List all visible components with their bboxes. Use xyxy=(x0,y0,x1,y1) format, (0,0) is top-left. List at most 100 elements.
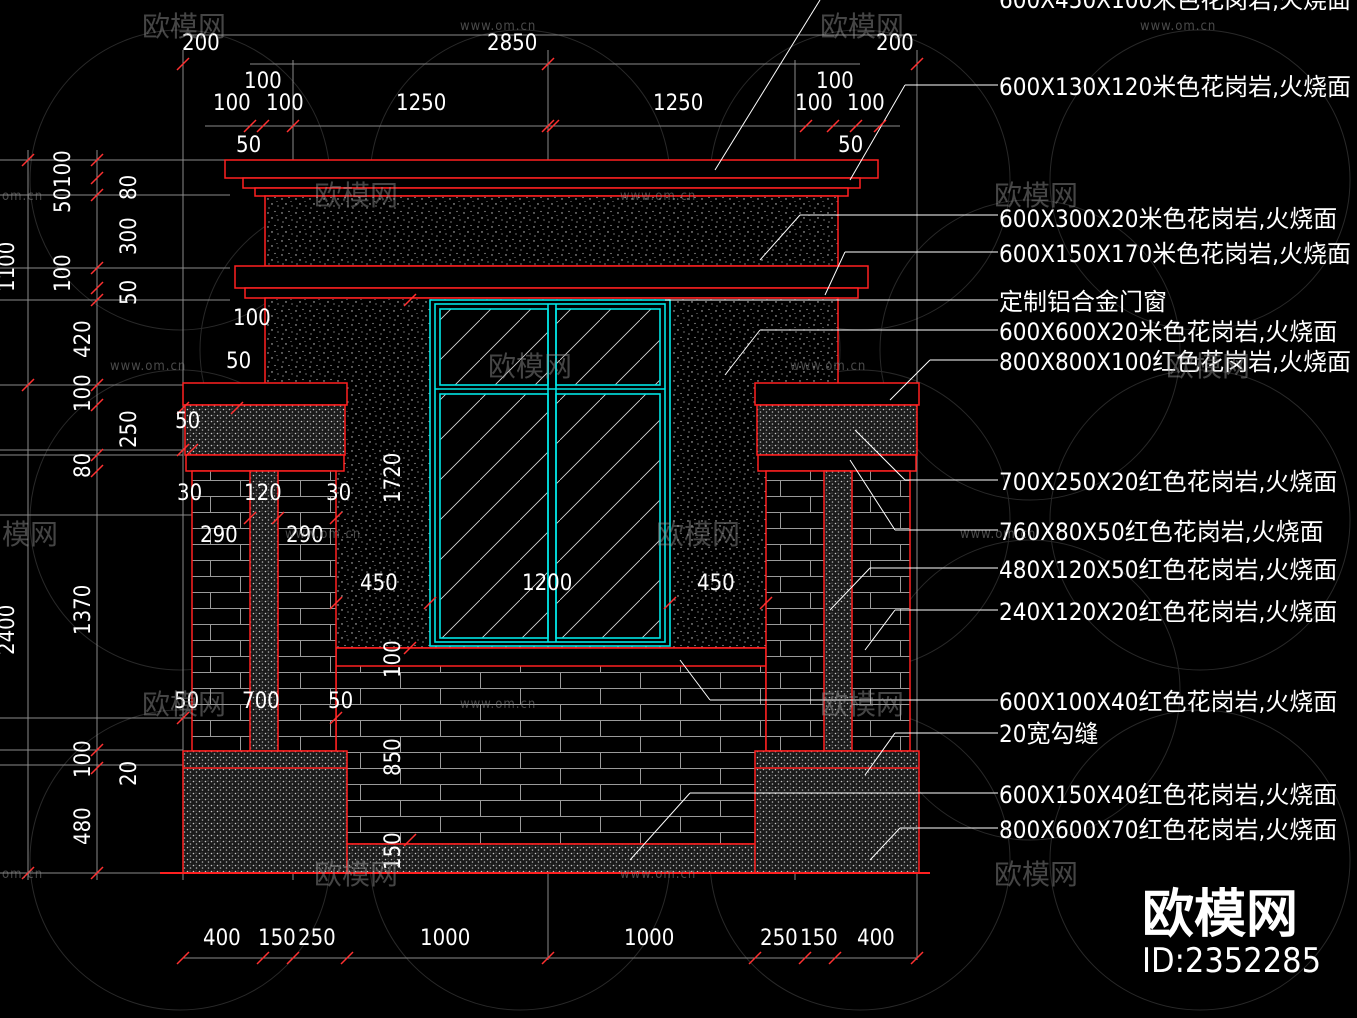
dimension-tick xyxy=(21,866,35,880)
dimension-tick xyxy=(176,57,190,71)
dim-top-left-a: 100 xyxy=(244,69,282,94)
right-pier-inlay xyxy=(823,470,853,752)
dim-top-right-b2: 100 xyxy=(847,91,885,116)
dim-left-outer-1100: 1100 xyxy=(0,242,20,292)
dimension-tick xyxy=(403,641,417,655)
dim-plinth-post-1: 50 xyxy=(174,689,199,714)
dim-top-right-c: 50 xyxy=(838,133,863,158)
dimension-tick xyxy=(90,398,104,412)
dim-top-overall-left: 200 xyxy=(182,31,220,56)
dimension-tick xyxy=(340,951,354,965)
body-dimensions: 100 50 50 30 120 30 290 290 1720 450 120… xyxy=(174,306,735,870)
dimension-tick xyxy=(90,293,104,307)
left-pier-panel xyxy=(184,404,346,456)
dimension-tick xyxy=(90,261,104,275)
dim-top-center-2: 1250 xyxy=(653,91,703,116)
dim-bottom-8: 400 xyxy=(857,926,895,951)
callout-5: 定制铝合金门窗 xyxy=(999,288,1167,316)
watermark-url: om.cn xyxy=(2,189,43,204)
watermark-url: www.om.cn xyxy=(620,189,696,204)
dimension-tick xyxy=(403,833,417,847)
callout-4: 600X150X170米色花岗岩,火烧面 xyxy=(999,240,1351,268)
watermark-text: 欧模网 xyxy=(142,688,226,721)
dimension-tick xyxy=(90,153,104,167)
callout-14: 600X150X40红色花岗岩,火烧面 xyxy=(999,781,1337,809)
watermark-text: 模网 xyxy=(2,518,58,551)
callout-1: 600X450X100米色花岗岩,火烧面 xyxy=(999,0,1351,14)
dimension-tick xyxy=(90,464,104,478)
watermark-url: www.om.cn xyxy=(1140,19,1216,34)
dimension-tick xyxy=(176,951,190,965)
watermark-text: 欧模网 xyxy=(1166,350,1250,383)
dim-left-1370: 1370 xyxy=(71,585,96,635)
dimension-tick xyxy=(90,171,104,185)
dimension-tick xyxy=(286,951,300,965)
left-pier-band xyxy=(185,454,345,472)
dim-post-c1: 290 xyxy=(200,523,238,548)
bottom-dimensions: 400 150 250 1000 1000 250 150 400 xyxy=(203,926,895,951)
callout-11: 240X120X20红色花岗岩,火烧面 xyxy=(999,598,1337,626)
dim-bottom-6: 250 xyxy=(760,926,798,951)
watermark-url: www.om.cn xyxy=(790,359,866,374)
watermark-url: www.om.cn xyxy=(620,867,696,882)
dim-bottom-7: 150 xyxy=(800,926,838,951)
dim-left-50b: 50 xyxy=(117,280,142,305)
dimension-tick xyxy=(21,153,35,167)
dim-top-right-a: 100 xyxy=(816,69,854,94)
dimension-tick xyxy=(90,448,104,462)
dimension-tick xyxy=(759,596,773,610)
aluminum-window xyxy=(429,299,671,647)
dim-post-b2: 120 xyxy=(244,481,282,506)
dimension-tick xyxy=(541,951,555,965)
dim-window-side-left: 450 xyxy=(360,571,398,596)
dim-window-height: 1720 xyxy=(381,453,406,503)
dim-window-side-right: 450 xyxy=(697,571,735,596)
dim-top-left-b2: 100 xyxy=(266,91,304,116)
dim-post-b1: 30 xyxy=(177,481,202,506)
dimension-tick xyxy=(828,951,842,965)
brand-mark: 欧模网 ID:2352285 xyxy=(1142,885,1321,981)
callout-10: 480X120X50红色花岗岩,火烧面 xyxy=(999,556,1337,584)
left-dimensions: 1100 2400 100 50 80 300 100 50 420 100 2… xyxy=(0,150,142,845)
brand-name: 欧模网 xyxy=(1142,885,1298,945)
callout-7: 800X800X100红色花岗岩,火烧面 xyxy=(999,348,1351,376)
dim-left-20: 20 xyxy=(117,761,142,786)
dim-left-50a: 50 xyxy=(51,188,76,213)
dim-left-100a: 100 xyxy=(51,150,76,188)
watermark-text: 欧模网 xyxy=(820,688,904,721)
right-pier-band xyxy=(757,454,917,472)
callout-8: 700X250X20红色花岗岩,火烧面 xyxy=(999,468,1337,496)
dim-post-c2: 290 xyxy=(286,523,324,548)
dimension-tick xyxy=(799,119,813,133)
dim-left-outer-2400: 2400 xyxy=(0,605,20,655)
dim-post-a: 50 xyxy=(175,409,200,434)
dimension-tick xyxy=(541,57,555,71)
dim-bottom-4: 1000 xyxy=(420,926,470,951)
dimension-tick xyxy=(271,511,285,525)
dim-top-left-b1: 100 xyxy=(213,91,251,116)
callout-13: 20宽勾缝 xyxy=(999,720,1098,748)
dim-left-480: 480 xyxy=(71,807,96,845)
callout-15: 800X600X70红色花岗岩,火烧面 xyxy=(999,816,1337,844)
dim-left-250: 250 xyxy=(117,410,142,448)
watermark-url: www.om.cn xyxy=(110,359,186,374)
dimension-tick xyxy=(176,711,190,725)
dimension-tick xyxy=(329,511,343,525)
dimension-tick xyxy=(546,119,560,133)
leader-lines xyxy=(629,0,998,861)
dimension-tick xyxy=(826,119,840,133)
dim-top-overall-center: 2850 xyxy=(487,31,537,56)
dimension-tick xyxy=(90,281,104,295)
watermark-text: 欧模网 xyxy=(488,350,572,383)
dimension-tick xyxy=(90,188,104,202)
dim-left-80b: 80 xyxy=(71,453,96,478)
watermark-url: www.om.cn xyxy=(285,527,361,542)
watermarks: 欧模网 www.om.cn 欧模网 www.om.cn om.cn 欧模网 ww… xyxy=(2,10,1250,891)
dimension-tick xyxy=(176,401,190,415)
dim-sill-height: 100 xyxy=(381,640,406,678)
dim-left-300: 300 xyxy=(117,217,142,255)
dimension-tick xyxy=(243,119,257,133)
watermark-url: www.om.cn xyxy=(960,527,1036,542)
watermark-text: 欧模网 xyxy=(994,179,1078,212)
